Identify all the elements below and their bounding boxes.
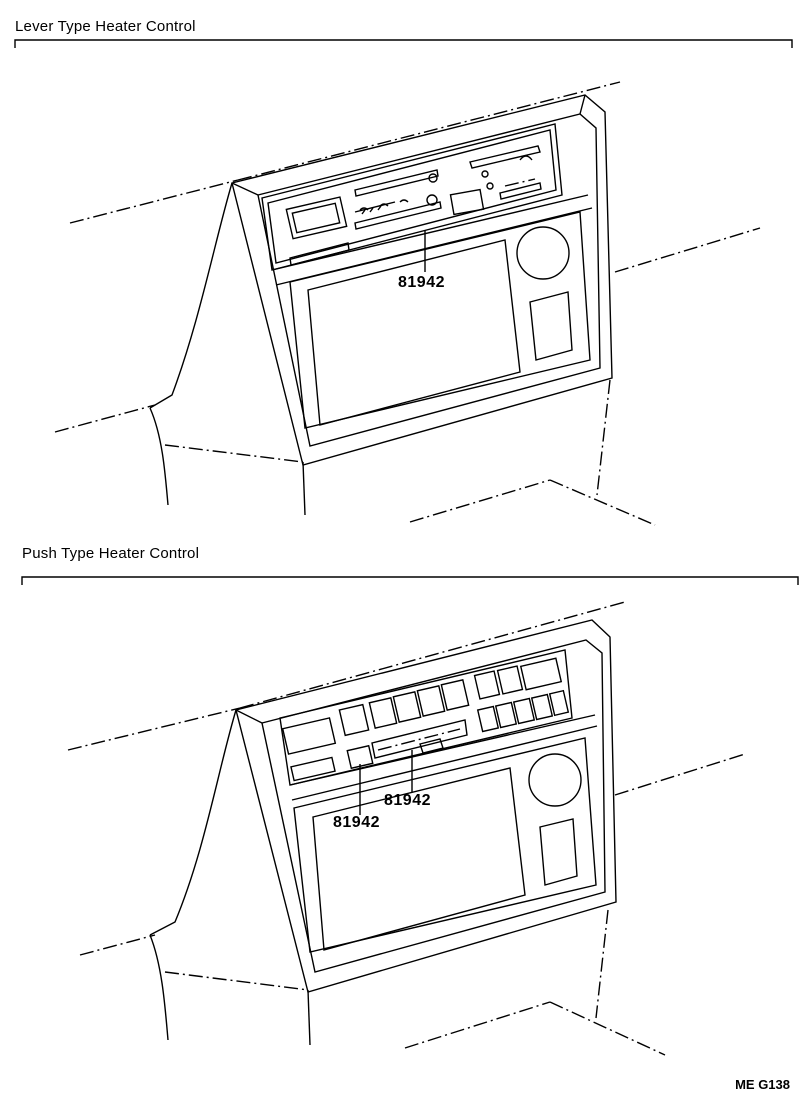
push-lower-panel [293, 737, 597, 953]
lever-dashboard-outline [54, 81, 761, 526]
push-section-bracket [21, 576, 799, 585]
lever-side-panel [149, 182, 306, 516]
push-part-number-label-a: 81942 [384, 792, 431, 809]
figure-code: ME G138 [735, 1077, 790, 1092]
push-type-dashboard-illustration [21, 576, 799, 1056]
lever-type-dashboard-illustration [14, 39, 793, 526]
lever-part-number-label: 81942 [398, 274, 445, 291]
lever-control-symbols [354, 155, 536, 215]
lever-heater-control-panel [261, 123, 593, 286]
lever-console-housing [231, 94, 613, 466]
lever-section-bracket [14, 39, 793, 48]
push-part-number-label-b: 81942 [333, 814, 380, 831]
push-side-panel [149, 709, 311, 1046]
lever-slots [289, 145, 542, 266]
push-section-title: Push Type Heater Control [22, 545, 200, 562]
push-slide-lever [346, 719, 468, 770]
push-heater-control-panel [279, 649, 598, 801]
lever-lower-panel [289, 211, 591, 429]
lever-section-title: Lever Type Heater Control [15, 18, 196, 35]
push-console-housing [235, 619, 617, 993]
push-dashboard-outline [67, 601, 746, 1056]
push-buttons [281, 657, 570, 782]
